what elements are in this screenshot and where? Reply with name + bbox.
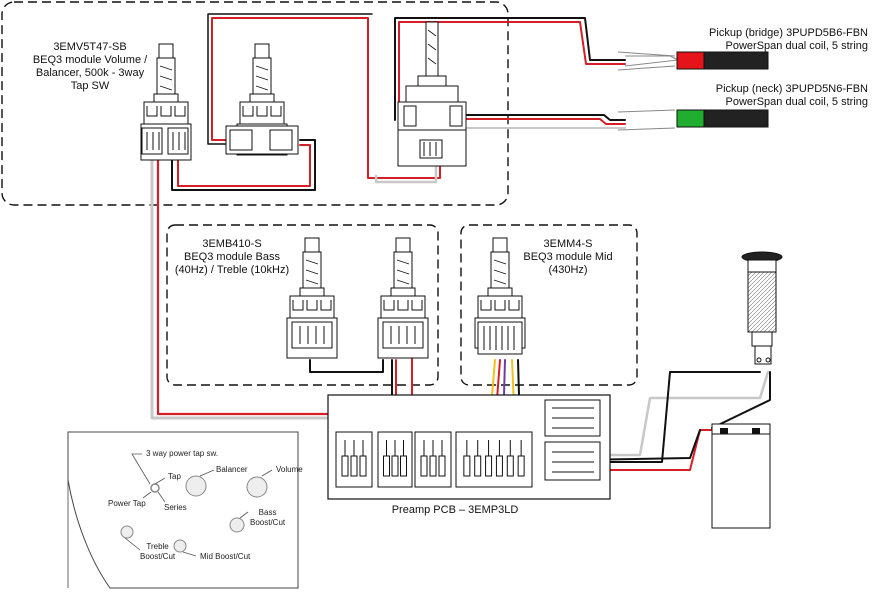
mid-module-box xyxy=(460,224,638,386)
mid-knob-icon xyxy=(173,539,187,553)
mid-module-line3: (430Hz) xyxy=(548,264,588,276)
pickup-bridge-color-band xyxy=(676,51,705,70)
mid-pot-icon xyxy=(474,237,526,355)
balancer-label: Balancer xyxy=(216,465,248,474)
preamp-label: Preamp PCB – 3EMP3LD xyxy=(391,504,519,516)
bass-treble-module-line3: (40Hz) / Treble (10kHz) xyxy=(174,264,290,276)
bass-label-line2: Boost/Cut xyxy=(250,518,286,527)
treble-label-line2: Boost/Cut xyxy=(140,552,176,561)
balancer-knob-icon xyxy=(185,475,207,497)
bass-label-line1: Bass xyxy=(258,508,277,517)
pickup-neck-color-band xyxy=(676,109,705,128)
pickup-bridge-line2: PowerSpan dual coil, 5 string xyxy=(725,40,868,52)
mid-label: Mid Boost/Cut xyxy=(200,552,251,561)
volume-module-line4: Tap SW xyxy=(70,80,110,92)
treble-pot-icon xyxy=(377,237,429,359)
bass-knob-icon xyxy=(229,517,245,533)
mid-module-line2: BEQ3 module Mid xyxy=(523,251,613,263)
volume-module-label: 3EMV5T47-SB BEQ3 module Volume / Balance… xyxy=(26,41,154,93)
pickup-neck-label: Pickup (neck) 3PUPD5N6-FBN PowerSpan dua… xyxy=(672,83,868,109)
volume-module-line2: BEQ3 module Volume / xyxy=(32,54,148,66)
tap-label: Tap xyxy=(168,472,181,481)
preamp-pcb xyxy=(327,394,611,500)
pickup-neck-line1: Pickup (neck) 3PUPD5N6-FBN xyxy=(715,83,868,95)
three-way-switch xyxy=(397,21,467,167)
volume-knob-icon xyxy=(246,476,268,498)
control-layout-panel xyxy=(67,431,299,589)
bass-pot-icon xyxy=(286,237,338,359)
mid-module-label: 3EMM4-S BEQ3 module Mid (430Hz) xyxy=(518,238,618,277)
bass-treble-module-part: 3EMB410-S xyxy=(202,238,262,250)
volume-pot-icon xyxy=(140,43,192,161)
battery-icon xyxy=(711,423,771,529)
switch-position-dot xyxy=(150,483,160,493)
pickup-bridge xyxy=(617,51,769,71)
volume-module-part: 3EMV5T47-SB xyxy=(53,41,127,53)
volume-module-box xyxy=(1,1,509,206)
preamp-connector xyxy=(335,431,373,488)
switch-title-label: 3 way power tap sw. xyxy=(146,449,219,458)
bass-treble-module-label: 3EMB410-S BEQ3 module Bass (40Hz) / Treb… xyxy=(162,238,302,277)
treble-knob-icon xyxy=(120,525,134,539)
preamp-connector xyxy=(377,431,413,488)
pickup-neck-line2: PowerSpan dual coil, 5 string xyxy=(725,96,868,108)
volume-label: Volume xyxy=(276,465,303,474)
bass-treble-module-box xyxy=(166,224,439,386)
preamp-connector xyxy=(455,431,533,488)
pickup-bridge-label: Pickup (bridge) 3PUPD5B6-FBN PowerSpan d… xyxy=(672,27,868,53)
bass-treble-module-line2: BEQ3 module Bass xyxy=(184,251,280,263)
preamp-connector xyxy=(414,431,452,488)
output-jack-icon xyxy=(741,251,783,365)
series-label: Series xyxy=(164,503,187,512)
bass-label: Bass Boost/Cut xyxy=(250,508,285,528)
balancer-pot-icon xyxy=(225,43,299,156)
pickup-bridge-line1: Pickup (bridge) 3PUPD5B6-FBN xyxy=(709,27,868,39)
pickup-neck xyxy=(617,109,769,131)
power-tap-label: Power Tap xyxy=(108,499,146,508)
treble-label-line1: Treble xyxy=(146,542,169,551)
mid-module-part: 3EMM4-S xyxy=(543,238,593,250)
treble-label: Treble Boost/Cut xyxy=(140,542,175,562)
volume-module-line3: Balancer, 500k - 3way xyxy=(35,67,145,79)
